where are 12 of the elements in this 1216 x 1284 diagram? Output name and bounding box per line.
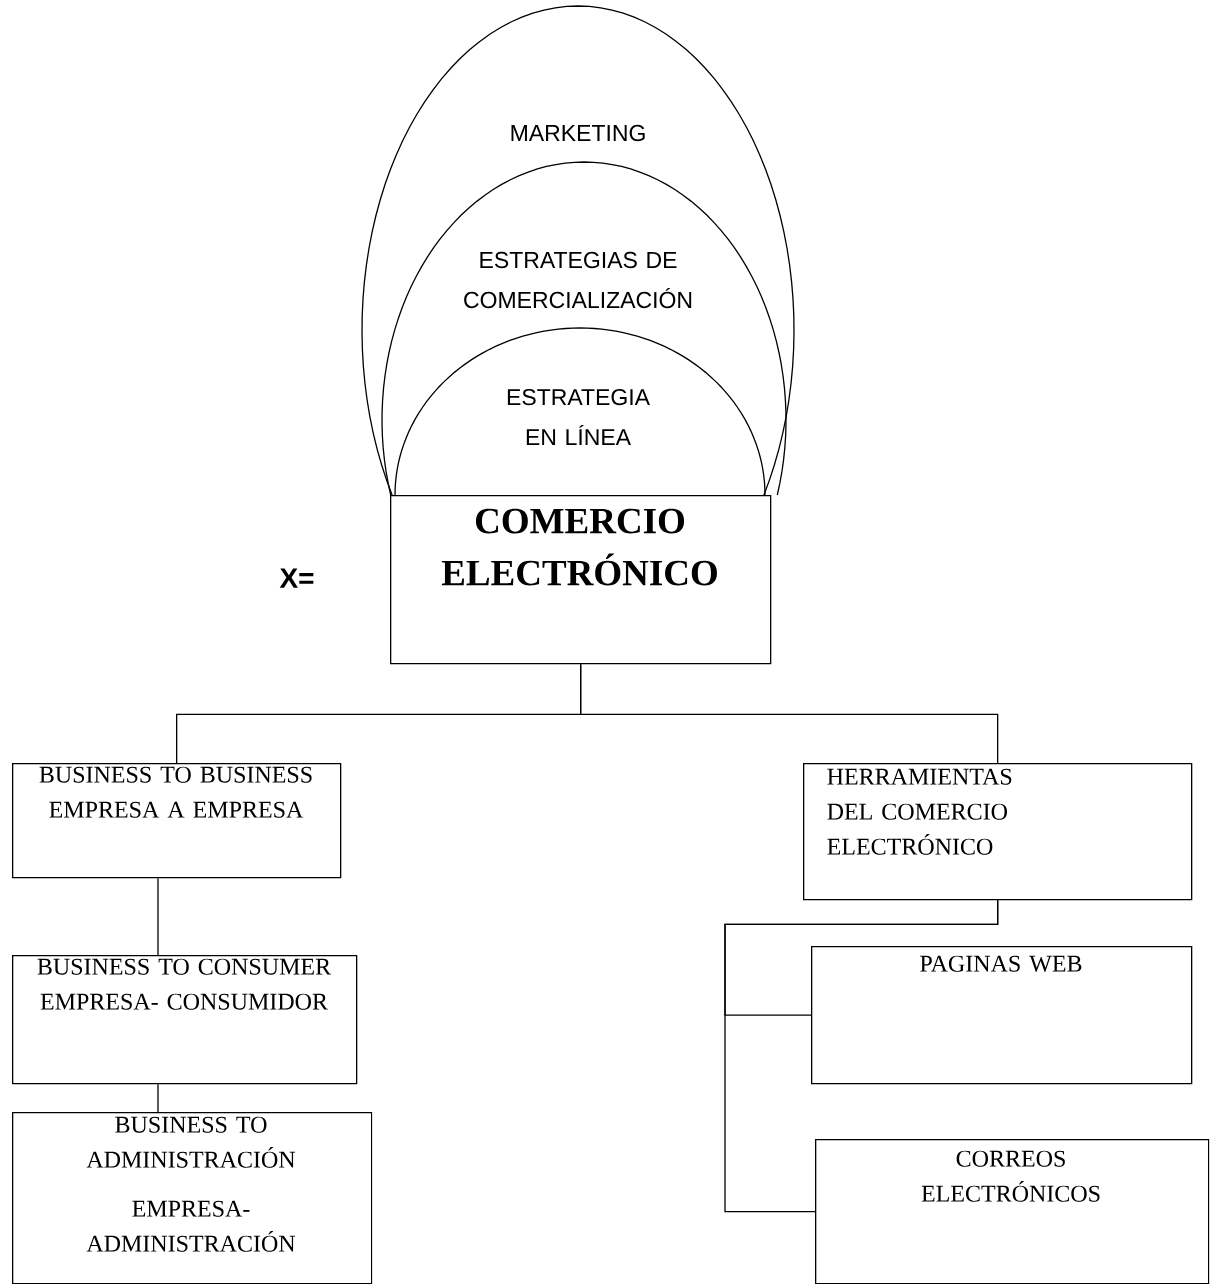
text-box: PAGINAS WEB [811, 946, 1193, 1085]
formula-label: X= [279, 568, 314, 588]
text-box: HERRAMIENTAS DEL COMERCIO ELECTRÓNICO [803, 763, 1193, 901]
text-box: COMERCIO ELECTRÓNICO [390, 495, 772, 665]
connector-line [157, 1083, 159, 1113]
connector-line [157, 877, 159, 956]
text-box: BUSINESS TO ADMINISTRACIÓN EMPRESA- ADMINISTRACIÓN [12, 1112, 373, 1284]
text-box: CORREOS ELECTRÓNICOS [815, 1139, 1210, 1284]
text-box: BUSINESS TO CONSUMER EMPRESA- CONSUMIDOR [12, 955, 358, 1085]
connector-line [724, 899, 999, 1213]
connector-line [580, 663, 999, 764]
text-box: BUSINESS TO BUSINESS EMPRESA A EMPRESA [12, 763, 342, 879]
